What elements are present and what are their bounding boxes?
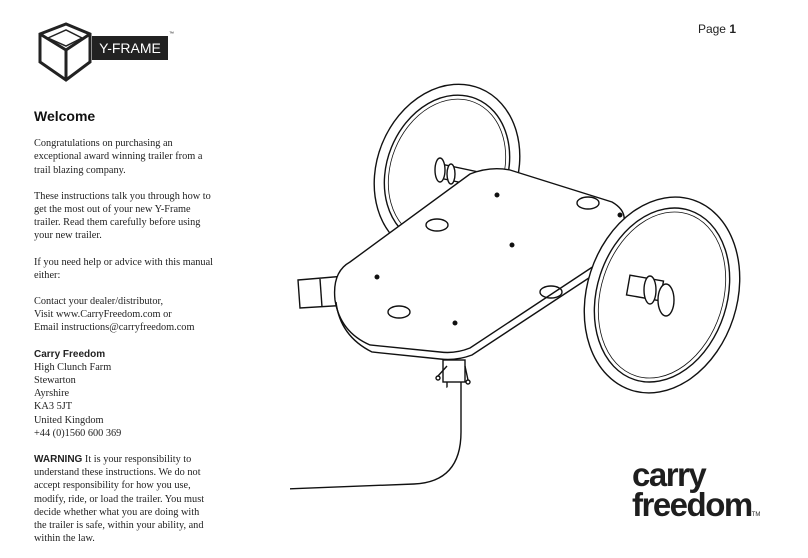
page-label: Page bbox=[697, 22, 726, 36]
contact-dealer: Contact your dealer/distributor, bbox=[34, 296, 164, 308]
address-line: Stewarton bbox=[34, 375, 76, 387]
address-phone: +44 (0)1560 600 369 bbox=[34, 427, 122, 439]
warning-label: WARNING bbox=[34, 454, 83, 466]
brand-line-freedom-text: freedom bbox=[632, 486, 753, 523]
address-line: Ayrshire bbox=[34, 388, 70, 400]
contact-block: Contact your dealer/distributor, Visit w… bbox=[34, 295, 214, 335]
intro-paragraph: Congratulations on purchasing an excepti… bbox=[34, 138, 203, 176]
logo-trademark: ™ bbox=[169, 31, 174, 37]
y-frame-logo-mark: Y-FRAME ™ bbox=[38, 22, 174, 82]
y-frame-logo: Y-FRAME ™ bbox=[30, 22, 180, 86]
address-line: KA3 5JT bbox=[34, 401, 73, 413]
address-line: High Clunch Farm bbox=[34, 361, 112, 373]
brand-line-freedom: freedomTM bbox=[632, 488, 761, 530]
page-number-value: 1 bbox=[729, 22, 736, 36]
address-line: United Kingdom bbox=[34, 414, 104, 426]
instructions-paragraph: These instructions talk you through how … bbox=[34, 190, 211, 242]
carry-freedom-brand: carry freedomTM bbox=[632, 456, 761, 530]
page-title: Welcome bbox=[34, 108, 96, 124]
welcome-text-column: Welcome Congratulations on purchasing an… bbox=[34, 108, 214, 558]
contact-email: Email instructions@carryfreedom.com bbox=[34, 322, 195, 334]
tow-arm bbox=[290, 359, 471, 490]
front-axle bbox=[625, 274, 675, 317]
brand-trademark: TM bbox=[751, 512, 761, 518]
warning-text: It is your responsibility to understand … bbox=[34, 454, 205, 545]
address-block: Carry Freedom High Clunch Farm Stewarton… bbox=[34, 348, 214, 440]
help-paragraph: If you need help or advice with this man… bbox=[34, 256, 213, 281]
logo-wordmark: Y-FRAME bbox=[99, 40, 161, 56]
trailer-illustration bbox=[290, 83, 741, 490]
contact-website: Visit www.CarryFreedom.com or bbox=[34, 309, 172, 321]
page-number: Page 1 bbox=[698, 22, 736, 36]
brand-line-carry: carry bbox=[632, 456, 707, 493]
address-company: Carry Freedom bbox=[34, 348, 106, 360]
warning-block: WARNING It is your responsibility to und… bbox=[34, 453, 214, 545]
